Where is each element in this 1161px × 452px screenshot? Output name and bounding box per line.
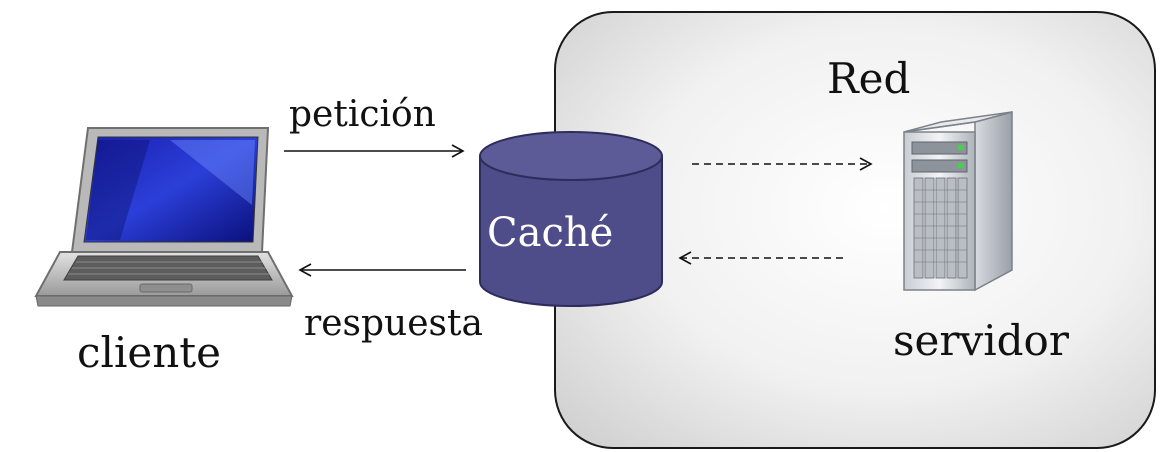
request-label: petición (289, 94, 436, 135)
laptop-icon (34, 127, 294, 307)
database-cylinder-icon (479, 131, 663, 307)
response-label: respuesta (304, 303, 483, 344)
server-tower-icon (903, 111, 1013, 292)
cache-label: Caché (487, 210, 614, 256)
client-label: cliente (77, 328, 222, 377)
network-label: Red (827, 54, 911, 103)
server-label: servidor (893, 316, 1069, 365)
